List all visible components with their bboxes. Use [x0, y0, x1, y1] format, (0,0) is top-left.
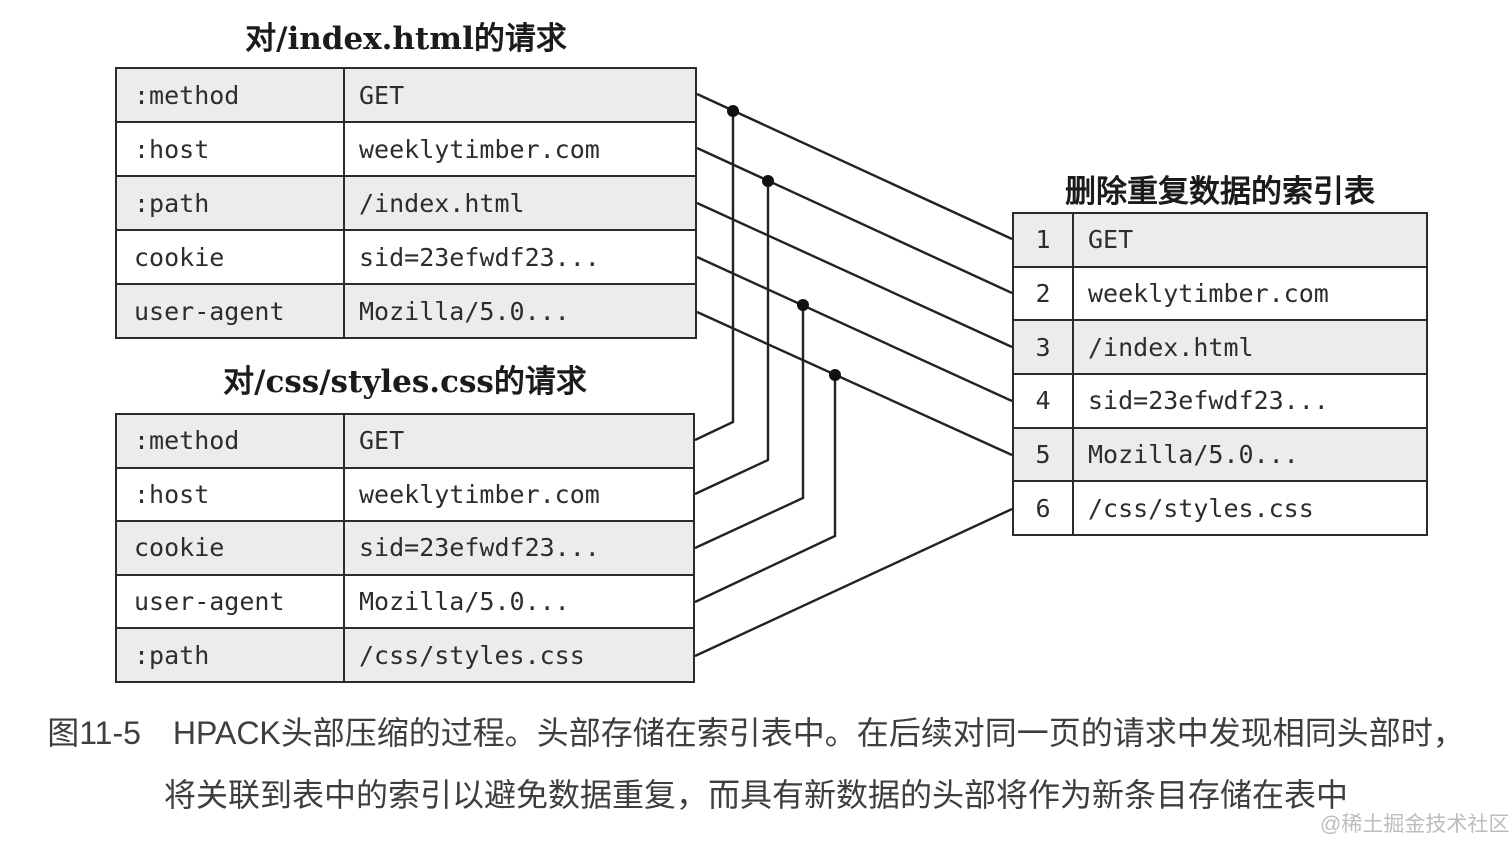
- header-value: Mozilla/5.0...: [359, 296, 570, 326]
- table-row: :method GET: [117, 415, 693, 467]
- index-number: 3: [1014, 321, 1074, 374]
- table-row: :method GET: [117, 69, 695, 121]
- link-req1-method-to-idx1: [696, 92, 1013, 241]
- table-row: 4 sid=23efwdf23...: [1014, 373, 1426, 427]
- index-table: 1 GET 2 weeklytimber.com 3 /index.html 4…: [1012, 212, 1428, 536]
- table-row: :host weeklytimber.com: [117, 121, 695, 175]
- header-value: /css/styles.css: [359, 640, 585, 670]
- header-key: :path: [117, 629, 345, 681]
- header-key: user-agent: [117, 575, 345, 628]
- header-value: GET: [359, 426, 405, 456]
- index-value: sid=23efwdf23...: [1088, 386, 1329, 416]
- index-number: 5: [1014, 428, 1074, 481]
- link-req1-cookie-to-idx4: [696, 255, 1013, 403]
- link-req2-path-to-idx6: [694, 507, 1013, 658]
- header-key: user-agent: [117, 285, 345, 337]
- link-req1-host-to-idx2: [696, 146, 1013, 295]
- link-req1-useragent-to-idx5: [696, 310, 1013, 457]
- index-value: /css/styles.css: [1088, 493, 1314, 523]
- index-table-title: 删除重复数据的索引表: [1065, 174, 1375, 210]
- index-number: 6: [1014, 482, 1074, 535]
- junction-dot-host: [762, 175, 774, 187]
- index-number: 1: [1014, 214, 1074, 266]
- header-key: cookie: [117, 231, 345, 283]
- branch-req2-cookie: [694, 305, 805, 550]
- header-value: Mozilla/5.0...: [359, 587, 570, 617]
- request1-title: 对/index.html的请求: [245, 21, 567, 57]
- table-row: 5 Mozilla/5.0...: [1014, 426, 1426, 481]
- index-value: GET: [1088, 225, 1134, 255]
- table-row: :path /index.html: [117, 175, 695, 229]
- header-key: :method: [117, 415, 345, 467]
- watermark: @稀土掘金技术社区: [1320, 813, 1510, 836]
- table-row: 2 weeklytimber.com: [1014, 265, 1426, 320]
- header-value: weeklytimber.com: [359, 134, 600, 164]
- header-key: :host: [117, 123, 345, 175]
- branch-req2-method: [694, 111, 735, 442]
- figure-caption: 图11-5 HPACK头部压缩的过程。头部存储在索引表中。在后续对同一页的请求中…: [0, 712, 1512, 816]
- header-value: /index.html: [359, 188, 525, 218]
- table-row: cookie sid=23efwdf23...: [117, 229, 695, 283]
- header-key: cookie: [117, 522, 345, 574]
- junction-dot-cookie: [797, 299, 809, 311]
- header-value: sid=23efwdf23...: [359, 242, 600, 272]
- index-value: weeklytimber.com: [1088, 279, 1329, 308]
- header-value: sid=23efwdf23...: [359, 533, 600, 563]
- table-row: :host weeklytimber.com: [117, 466, 693, 521]
- table-row: 6 /css/styles.css: [1014, 480, 1426, 535]
- header-key: :path: [117, 177, 345, 229]
- header-value: GET: [359, 80, 405, 110]
- branch-req2-useragent: [694, 375, 837, 604]
- caption-line-2: 将关联到表中的索引以避免数据重复，而具有新数据的头部将作为新条目存储在表中: [163, 777, 1348, 813]
- junction-dot-useragent: [829, 369, 841, 381]
- index-number: 2: [1014, 267, 1074, 320]
- table-row: user-agent Mozilla/5.0...: [117, 283, 695, 337]
- header-key: :method: [117, 69, 345, 121]
- table-row: user-agent Mozilla/5.0...: [117, 573, 693, 628]
- index-number: 4: [1014, 375, 1074, 427]
- request2-table: :method GET :host weeklytimber.com cooki…: [115, 413, 695, 683]
- junction-dot-method: [727, 105, 739, 117]
- index-value: /index.html: [1088, 332, 1254, 362]
- request1-table: :method GET :host weeklytimber.com :path…: [115, 67, 697, 339]
- caption-line-1: 图11-5 HPACK头部压缩的过程。头部存储在索引表中。在后续对同一页的请求中…: [47, 715, 1465, 751]
- index-value: Mozilla/5.0...: [1088, 440, 1299, 470]
- header-key: :host: [117, 468, 345, 521]
- table-row: 3 /index.html: [1014, 319, 1426, 374]
- table-row: cookie sid=23efwdf23...: [117, 520, 693, 574]
- request2-title: 对/css/styles.css的请求: [223, 364, 587, 400]
- link-req1-path-to-idx3: [696, 201, 1013, 349]
- header-value: weeklytimber.com: [359, 479, 600, 509]
- table-row: :path /css/styles.css: [117, 627, 693, 681]
- table-row: 1 GET: [1014, 214, 1426, 266]
- branch-req2-host: [694, 181, 770, 496]
